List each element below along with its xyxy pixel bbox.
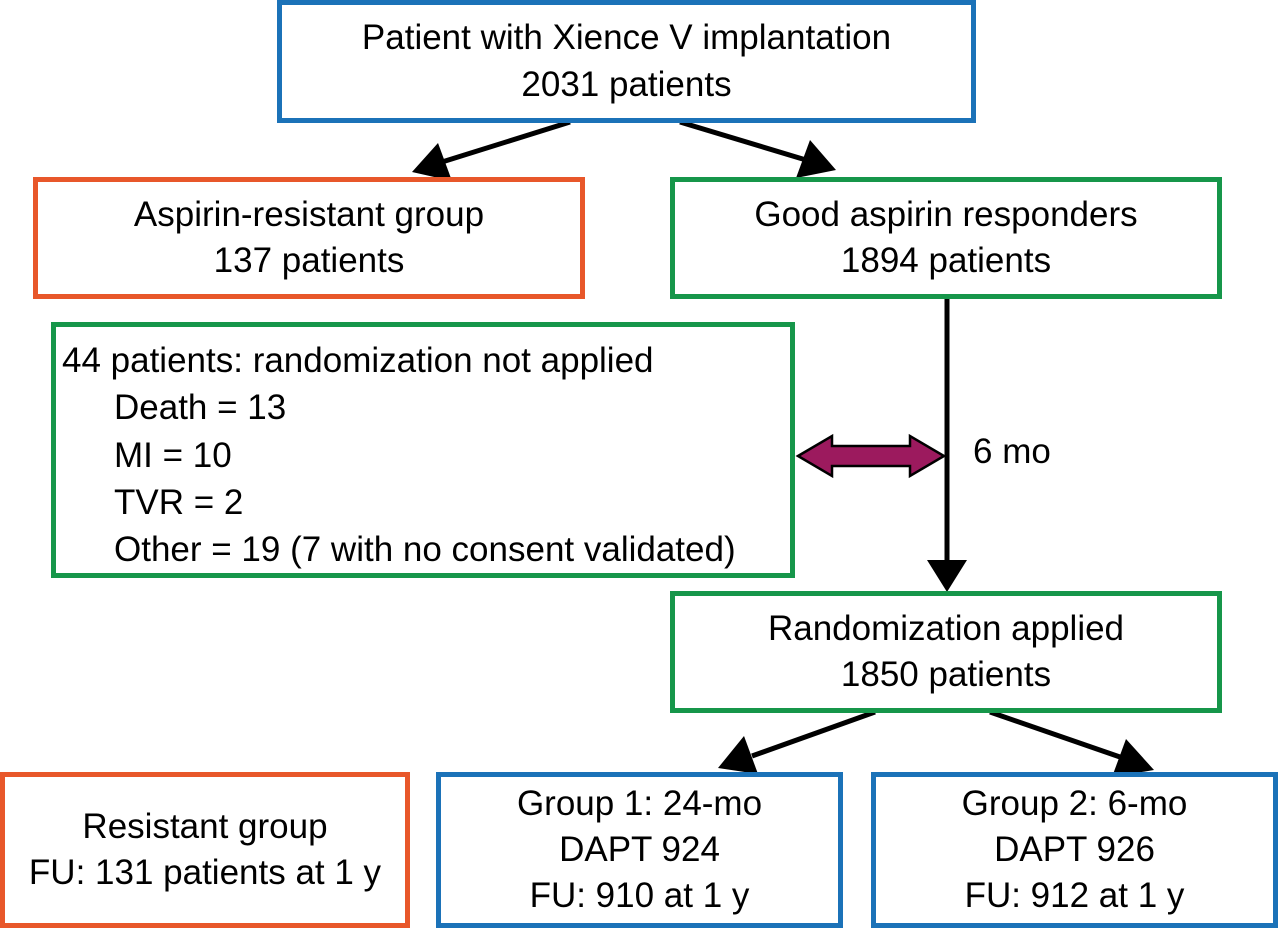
box-all-patients: Patient with Xience V implantation 2031 … (277, 0, 976, 123)
excluded-item-mi: MI = 10 (114, 435, 232, 475)
group2-dapt: DAPT 926 (994, 829, 1155, 869)
box-group-2: Group 2: 6-mo DAPT 926 FU: 912 at 1 y (871, 772, 1278, 928)
aspirin-resistant-title: Aspirin-resistant group (133, 194, 485, 234)
group2-title: Group 2: 6-mo (961, 783, 1188, 823)
good-responders-count: 1894 patients (840, 241, 1052, 280)
timeline-label: 6 mo (973, 432, 1051, 471)
double-arrow-excluded (795, 433, 947, 479)
group2-followup: FU: 912 at 1 y (964, 876, 1185, 916)
randomized-title: Randomization applied (767, 608, 1125, 648)
box-aspirin-resistant: Aspirin-resistant group 137 patients (33, 177, 585, 299)
aspirin-resistant-count: 137 patients (213, 241, 405, 280)
resistant-followup-count: FU: 131 patients at 1 y (28, 853, 382, 892)
randomized-count: 1850 patients (840, 655, 1052, 694)
arrow-top-to-responders (679, 119, 807, 163)
arrowhead-top-to-responders (796, 140, 836, 178)
excluded-item-tvr: TVR = 2 (114, 482, 244, 522)
excluded-item-death: Death = 13 (114, 388, 287, 428)
all-patients-count: 2031 patients (521, 64, 732, 104)
good-responders-title: Good aspirin responders (754, 194, 1138, 234)
arrow-randomized-to-group1 (751, 709, 876, 759)
box-randomization-not-applied: 44 patients: randomization not applied D… (51, 322, 795, 578)
box-randomization-applied: Randomization applied 1850 patients (670, 591, 1222, 713)
all-patients-title: Patient with Xience V implantation (361, 18, 892, 58)
arrowhead-randomized-to-group2 (1112, 739, 1154, 777)
arrowhead-top-to-resistant (412, 143, 452, 181)
group1-dapt: DAPT 924 (559, 829, 720, 869)
box-resistant-followup: Resistant group FU: 131 patients at 1 y (0, 772, 410, 928)
box-good-responders: Good aspirin responders 1894 patients (670, 177, 1222, 299)
arrow-randomized-to-group2 (989, 709, 1121, 760)
arrow-top-to-resistant (441, 119, 571, 165)
excluded-header: 44 patients: randomization not applied (62, 341, 654, 380)
resistant-followup-title: Resistant group (82, 806, 328, 846)
group1-title: Group 1: 24-mo (516, 783, 763, 823)
arrowhead-responders-to-randomized (927, 560, 967, 592)
box-group-1: Group 1: 24-mo DAPT 924 FU: 910 at 1 y (436, 772, 843, 928)
arrowhead-randomized-to-group1 (718, 736, 758, 774)
excluded-item-other: Other = 19 (7 with no consent validated) (114, 530, 736, 569)
group1-followup: FU: 910 at 1 y (529, 876, 750, 916)
